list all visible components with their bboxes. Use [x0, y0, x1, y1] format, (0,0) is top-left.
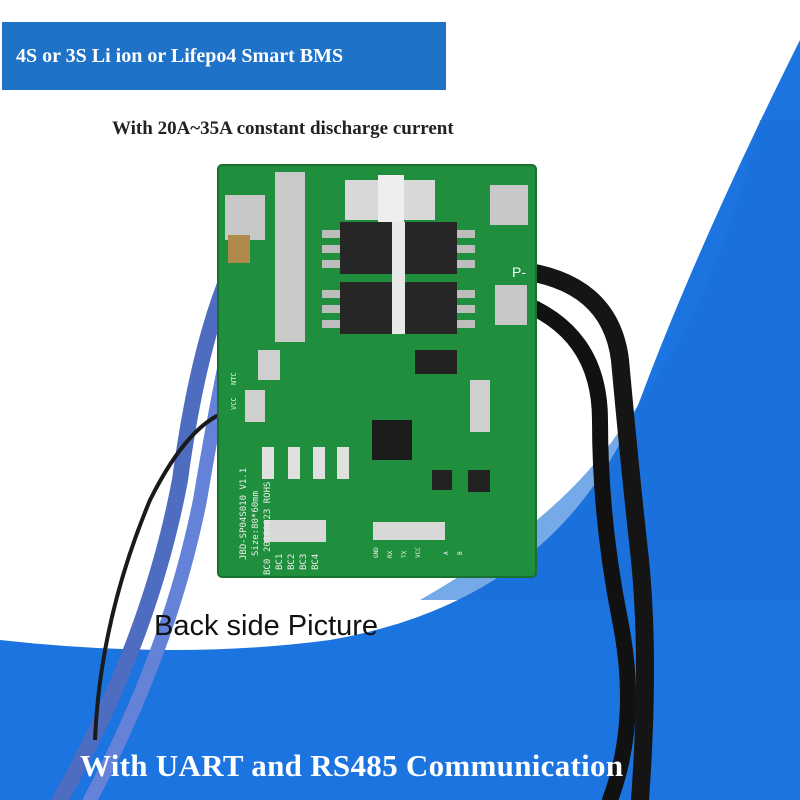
silk-date: 20190823 ROHS: [263, 482, 273, 552]
small-ic-2: [468, 470, 490, 492]
mosfet-3: [340, 282, 392, 334]
subtitle-text: With 20A~35A constant discharge current: [112, 118, 454, 139]
silk-bc0: BC0: [263, 559, 273, 575]
black-wire-top: [506, 261, 654, 800]
title-banner: 4S or 3S Li ion or Lifepo4 Smart BMS: [2, 22, 446, 90]
back-side-caption: Back side Picture: [154, 610, 379, 642]
silk-vcc: VCC: [230, 397, 238, 410]
pad-p-top: [490, 185, 528, 225]
wire-solder-joint: [228, 235, 250, 263]
silk-ntc: NTC: [230, 372, 238, 385]
p-minus-label: P-: [512, 264, 526, 280]
ntc-wire: [93, 408, 233, 741]
communication-caption: With UART and RS485 Communication: [80, 748, 624, 783]
silk-a: A: [443, 551, 450, 555]
small-ic-1: [432, 470, 452, 490]
silk-vcc2: VCC: [415, 547, 422, 558]
silk-tx: TX: [401, 550, 408, 558]
silk-bc3: BC3: [299, 554, 309, 570]
mosfet-1: [340, 222, 392, 274]
driver-ic: [415, 350, 457, 374]
black-wire-bottom: [507, 292, 636, 800]
pad-b-minus: [225, 195, 265, 240]
connector-pads-right: [470, 380, 490, 432]
silk-bc4: BC4: [311, 554, 321, 570]
silk-bc2: BC2: [287, 554, 297, 570]
mosfet-4: [405, 282, 457, 334]
silk-gnd: GND: [373, 547, 380, 558]
mosfet-2: [405, 222, 457, 274]
silk-bc1: BC1: [275, 554, 285, 570]
pad-strip-left: [275, 172, 305, 342]
mcu-chip: [372, 420, 412, 460]
blue-wire-left: [52, 242, 248, 800]
silk-rx: RX: [387, 550, 394, 558]
silk-size: Size:80*60mm: [251, 491, 261, 556]
banner-title: 4S or 3S Li ion or Lifepo4 Smart BMS: [16, 44, 344, 67]
silk-b: B: [457, 551, 464, 555]
pad-p-minus: [495, 285, 527, 325]
silk-board-id: JBD-SP04S010 V1.1: [239, 468, 249, 560]
